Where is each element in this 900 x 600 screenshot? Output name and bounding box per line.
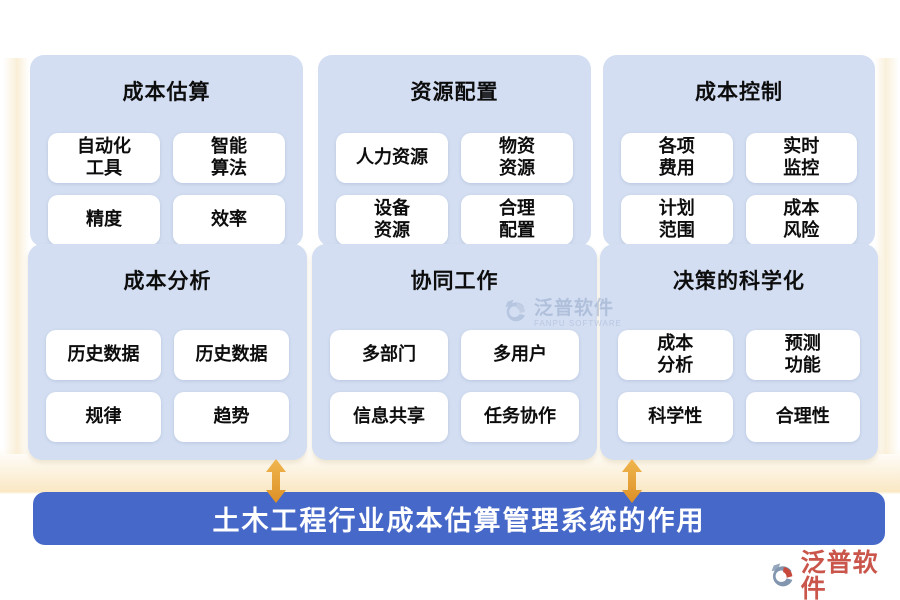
panel-title: 成本控制 [695,80,783,104]
panel-item-pill: 成本 风险 [745,195,857,245]
watermark-subtitle-text: FANPU SOFTWARE [534,319,622,328]
watermark-brand-text: 泛普软件 [534,298,615,319]
panel-item-pill: 多用户 [461,330,579,380]
panel-item-pill: 趋势 [174,392,289,442]
panel-title: 决策的科学化 [673,269,805,293]
fanpu-logo-icon [771,563,793,587]
fanpu-watermark-icon [505,299,525,322]
panel-cost-estimation: 成本估算 自动化 工具 智能 算法 精度 效率 [30,55,303,247]
panel-item-pill: 智能 算法 [173,133,285,183]
panel-title: 成本分析 [123,269,212,293]
left-edge-glow [3,58,29,454]
panel-item-pill: 预测 功能 [745,330,860,380]
panel-item-pill: 历史数据 [46,330,161,380]
panel-item-pill: 计划 范围 [621,195,733,245]
up-down-arrow-icon [266,459,286,503]
panel-item-pill: 人力资源 [336,133,448,183]
panel-title: 成本估算 [122,80,211,104]
panel-item-pill: 科学性 [618,392,733,442]
panel-item-pill: 设备 资源 [336,195,448,245]
panel-item-pill: 历史数据 [174,330,289,380]
panel-item-pill: 合理性 [745,392,860,442]
panel-item-pill: 物资 资源 [461,133,573,183]
banner-title-text: 土木工程行业成本估算管理系统的作用 [212,506,706,536]
panel-item-pill: 规律 [46,392,161,442]
panel-item-pill: 成本 分析 [618,330,733,380]
panel-item-pill: 效率 [173,195,285,245]
up-down-arrow-icon [622,459,642,503]
panel-title: 资源配置 [410,80,499,104]
panel-decision-science: 决策的科学化 成本 分析 预测 功能 科学性 合理性 [600,244,878,460]
right-edge-glow [875,58,899,454]
panel-title: 协同工作 [410,269,499,293]
panel-item-pill: 各项 费用 [621,133,733,183]
title-banner: 土木工程行业成本估算管理系统的作用 [33,492,885,545]
panel-cost-analysis: 成本分析 历史数据 历史数据 规律 趋势 [28,244,307,460]
panel-item-pill: 合理 配置 [461,195,573,245]
panel-item-pill: 多部门 [330,330,448,380]
panel-item-pill: 信息共享 [330,392,448,442]
panel-item-pill: 精度 [48,195,160,245]
panel-cost-control: 成本控制 各项 费用 实时 监控 计划 范围 成本 风险 [603,55,875,247]
panel-item-pill: 实时 监控 [745,133,857,183]
panel-item-pill: 自动化 工具 [48,133,160,183]
panel-resource-allocation: 资源配置 人力资源 物资 资源 设备 资源 合理 配置 [318,55,591,247]
logo-brand-text: 泛普软件 [800,550,879,600]
panel-collaboration: 协同工作 多部门 多用户 信息共享 任务协作 [312,244,597,460]
fanpu-watermark: 泛普软件 FANPU SOFTWARE [502,299,622,328]
fanpu-logo: 泛普软件 www.fanpusoft.com [768,551,900,600]
panel-item-pill: 任务协作 [461,392,579,442]
